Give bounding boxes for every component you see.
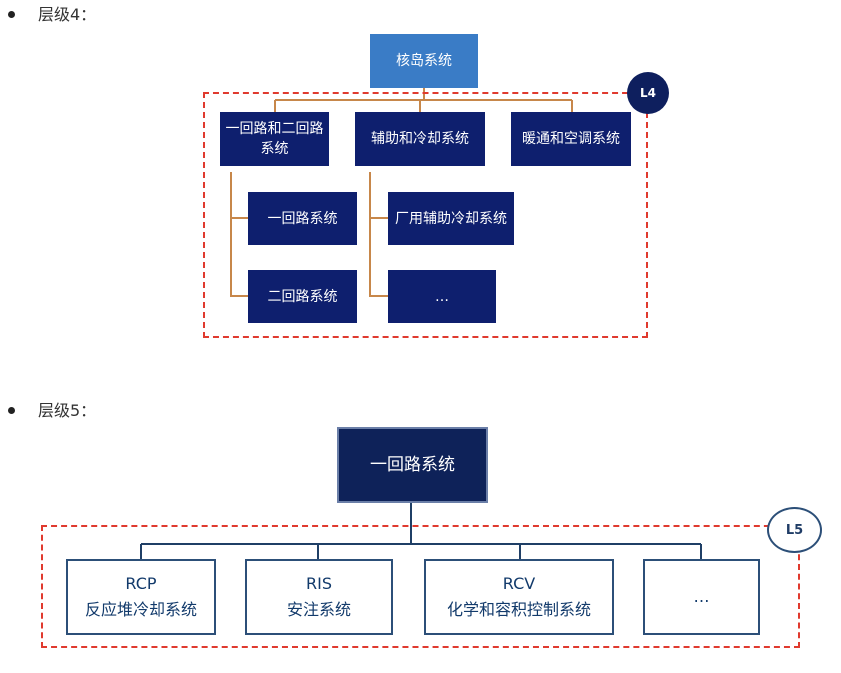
l5-child-node-2: RIS 安注系统 (245, 559, 393, 635)
l5-child-3-name: 化学和容积控制系统 (446, 600, 591, 619)
l4-badge: L4 (627, 72, 669, 114)
l4-sub1-node-1: 一回路系统 (248, 192, 357, 245)
l5-child-node-4: … (643, 559, 760, 635)
bullet-level4 (8, 11, 15, 18)
bullet-level5 (8, 407, 15, 414)
l5-child-3-code: RCV (502, 574, 536, 593)
l4-sub1-node-2: 二回路系统 (248, 270, 357, 323)
l5-child-node-3: RCV 化学和容积控制系统 (424, 559, 614, 635)
l5-root-node: 一回路系统 (337, 427, 488, 503)
l4-child-node-1: 一回路和二回路系统 (220, 112, 329, 166)
l5-dashed-frame (41, 525, 800, 648)
l5-child-4-name: … (693, 587, 710, 606)
l4-sub2-node-2: … (388, 270, 496, 323)
l4-connector-sub1 (230, 172, 248, 297)
l5-child-1-code: RCP (125, 574, 157, 593)
l4-child-node-2: 辅助和冷却系统 (355, 112, 485, 166)
l4-root-node: 核岛系统 (370, 34, 478, 88)
l4-dashed-frame (203, 92, 648, 338)
l5-child-2-code: RIS (306, 574, 332, 593)
heading-level5: 层级5： (38, 401, 97, 420)
l4-sub2-node-1: 厂用辅助冷却系统 (388, 192, 514, 245)
l4-child-node-3: 暖通和空调系统 (511, 112, 631, 166)
l5-child-2-name: 安注系统 (286, 600, 351, 619)
l5-child-1-name: 反应堆冷却系统 (84, 600, 197, 619)
l5-child-node-1: RCP 反应堆冷却系统 (66, 559, 216, 635)
heading-level4: 层级4： (38, 5, 97, 24)
l4-connector-sub2 (369, 172, 388, 297)
l5-badge: L5 (767, 507, 822, 553)
